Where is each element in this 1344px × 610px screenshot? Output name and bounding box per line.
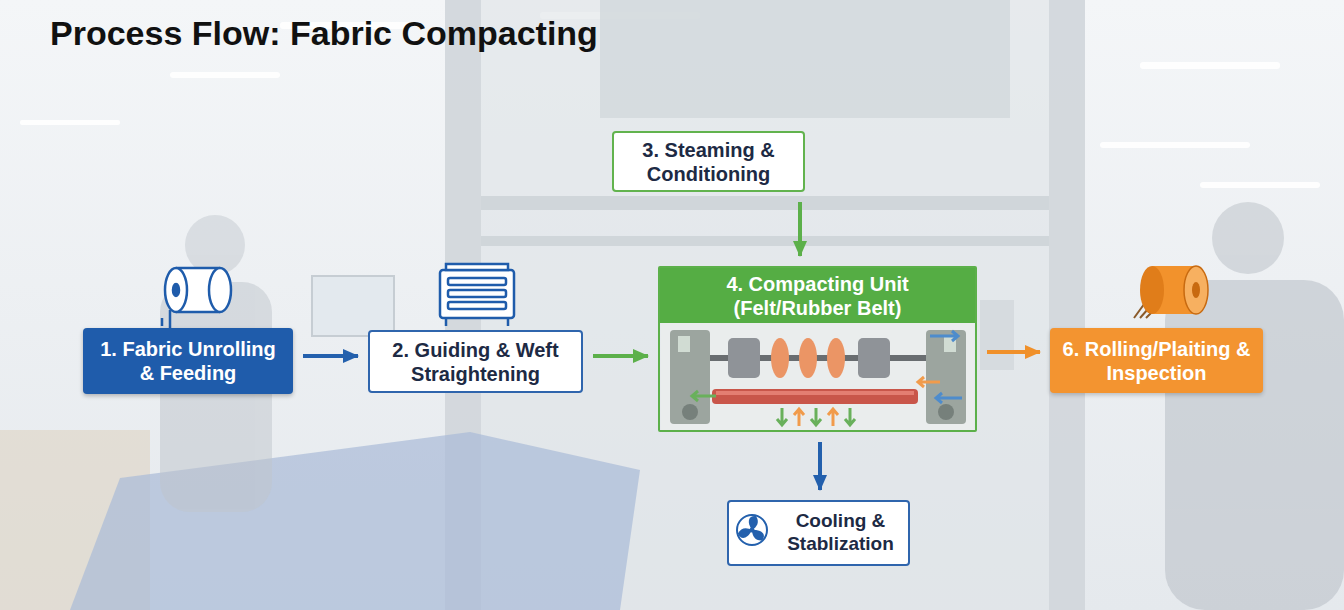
guide-icon <box>440 264 514 326</box>
ceiling-light <box>20 120 120 125</box>
guide-leg <box>445 318 448 326</box>
roller-edge <box>176 267 220 270</box>
roll-core <box>1192 282 1200 298</box>
process-box: 3. Steaming & Conditioning <box>612 131 805 192</box>
control-panel <box>980 300 1014 370</box>
process-box: 1. Fabric Unrolling & Feeding <box>83 328 293 394</box>
node-label: 2. Guiding & Weft Straightening <box>370 338 581 386</box>
fan-icon <box>737 515 767 545</box>
fabric-sheet <box>70 432 640 610</box>
node-label: Cooling & Stablization <box>773 510 908 556</box>
control-screen <box>312 276 394 336</box>
node-label: 6. Rolling/Plaiting & Inspection <box>1050 337 1263 385</box>
ceiling-light <box>170 72 280 78</box>
roll-icon <box>1134 266 1208 318</box>
worker-head <box>185 215 245 275</box>
node-label: 3. Steaming & Conditioning <box>614 138 803 186</box>
fan-blade <box>749 516 758 530</box>
fabric-tail <box>162 310 170 328</box>
unroll-icon <box>162 268 231 328</box>
worker-body <box>160 282 272 512</box>
worker-head <box>1212 202 1284 274</box>
flow-arrow <box>818 442 822 490</box>
node-label: 4. Compacting Unit (Felt/Rubber Belt) <box>660 268 975 323</box>
guide-leg <box>507 318 510 326</box>
ceiling-light <box>1100 142 1250 148</box>
guide-bar <box>448 290 506 297</box>
fan-blade <box>737 525 754 540</box>
roll-face <box>1184 266 1208 314</box>
guide-bar <box>448 302 506 309</box>
machine-beam <box>481 196 1049 210</box>
worker-right <box>1165 202 1344 610</box>
flow-arrow <box>798 202 802 256</box>
flow-arrow <box>987 350 1040 354</box>
machine-beam <box>481 236 1049 246</box>
roller-end <box>209 268 231 312</box>
ceiling-light <box>1200 182 1320 188</box>
guide-bar <box>448 278 506 285</box>
flow-arrow <box>303 354 358 358</box>
roller-edge <box>176 311 220 314</box>
fan-blade <box>749 527 766 542</box>
diagram-title: Process Flow: Fabric Compacting <box>50 14 598 53</box>
guide-frame <box>440 270 514 318</box>
process-box: 2. Guiding & Weft Straightening <box>368 330 583 393</box>
node-label: 1. Fabric Unrolling & Feeding <box>83 337 293 385</box>
process-box: Cooling & Stablization <box>727 500 910 566</box>
fan-hub <box>750 528 755 533</box>
roll-back <box>1140 266 1164 314</box>
machine-column <box>1049 0 1085 610</box>
fan-ring <box>737 515 767 545</box>
flow-arrow <box>593 354 648 358</box>
machine-head <box>600 0 1010 118</box>
ceiling-light <box>1140 62 1280 69</box>
guide-top <box>446 264 508 270</box>
roller-axle <box>173 284 179 296</box>
unit-group: 4. Compacting Unit (Felt/Rubber Belt) <box>658 266 977 432</box>
roller-end <box>165 268 187 312</box>
process-box: 6. Rolling/Plaiting & Inspection <box>1050 328 1263 393</box>
